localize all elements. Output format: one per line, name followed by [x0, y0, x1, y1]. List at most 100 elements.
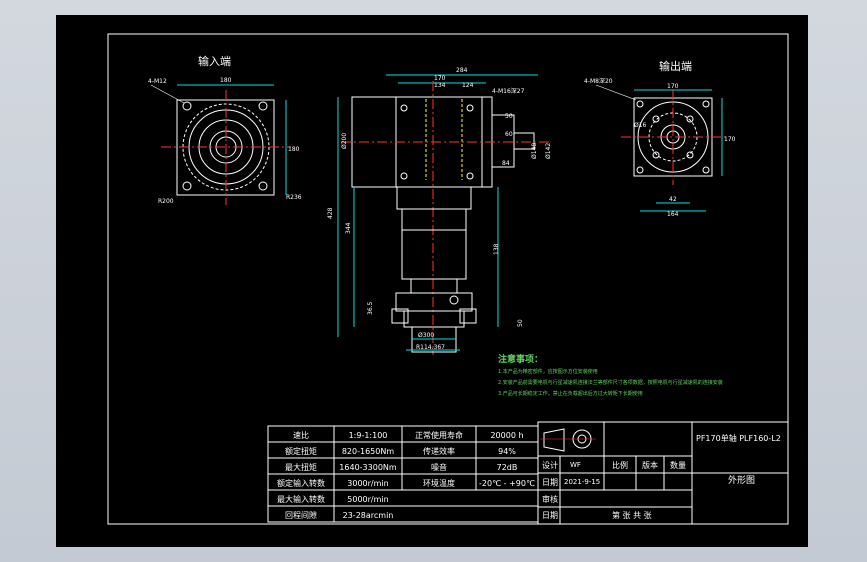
front-h1-label: 138	[493, 243, 500, 255]
input-hole-br	[258, 181, 268, 191]
output-pcd-hole-3	[652, 151, 660, 159]
front-small3-label: 84	[502, 160, 510, 167]
drawing-name: 外形图	[728, 474, 755, 486]
input-bore-label: R200	[158, 198, 174, 205]
output-w1-label: 42	[669, 196, 677, 203]
input-width-label: 180	[220, 77, 232, 84]
front-foot2-label: 50	[517, 319, 524, 327]
projection-symbol-cone	[543, 428, 565, 452]
output-hole-tr	[702, 100, 710, 108]
note-line-3: 3.产品可长期稳定工作，禁止在负载超出后方过大转矩下长期使用	[498, 390, 643, 397]
spec-r4-label: 最大输入转数	[277, 494, 325, 504]
spec-r1-label: 额定扭矩	[285, 446, 317, 456]
front-top1-label: 170	[434, 75, 446, 82]
design-value: WF	[570, 461, 581, 469]
drawing-canvas: 输入端 180 180 4-M12 R236 R2	[107, 33, 789, 525]
front-bottom2-label: Ø300	[418, 332, 434, 339]
output-shaft	[513, 132, 535, 150]
input-pcd-label: R236	[286, 194, 302, 201]
gear-stage-1	[396, 186, 472, 210]
output-end-view: 输出端 4-M8深20 170	[584, 59, 736, 218]
spec-r1-value: 820-1650Nm	[342, 447, 395, 456]
front-hole-1	[400, 104, 408, 112]
spec-r3-value: 3000r/min	[347, 479, 388, 488]
output-pcd-hole-4	[686, 151, 694, 159]
front-hole-3	[400, 172, 408, 180]
technical-notes: 注意事项： 1.本产品为精密部件，应按图示方位安装使用 2.安装产品前需要电机与…	[498, 353, 723, 397]
front-top2-label: 134	[434, 82, 446, 89]
notes-title: 注意事项：	[498, 353, 543, 365]
spec-r0-value: 1:9-1:100	[349, 431, 388, 440]
front-view: 284 170 134 124 4-M16深27	[327, 67, 552, 355]
output-hole-bl	[636, 166, 644, 174]
front-foot-label: 36.5	[367, 301, 374, 315]
input-hole-tr	[258, 101, 268, 111]
sheet-count: 第 张 共 张	[612, 510, 652, 520]
qty-label: 数量	[670, 460, 686, 470]
title-block: PF170单轴 PLF160-L2 外形图 设计 WF 比例 版本 数量 日期 …	[537, 421, 789, 525]
output-height-label: 170	[724, 136, 736, 143]
spec-r0-label: 速比	[293, 430, 309, 440]
spec-table: 速比 1:9-1:100 正常使用寿命 20000 h 额定扭矩 820-165…	[267, 425, 539, 523]
spec-r4-value: 5000r/min	[347, 495, 388, 504]
spec-r0-value2: 20000 h	[490, 431, 523, 440]
drawing-frame	[107, 33, 789, 525]
spec-r3-label2: 环境温度	[423, 478, 455, 488]
note-line-1: 1.本产品为精密部件，应按图示方位安装使用	[498, 368, 598, 375]
input-flange	[395, 292, 473, 312]
front-h2-label: 344	[345, 222, 352, 234]
front-hole-4	[466, 172, 474, 180]
date-value: 2021-9-15	[564, 478, 600, 486]
front-hole-note: 4-M16深27	[492, 87, 525, 95]
spec-r1-value2: 94%	[498, 447, 516, 456]
input-adapter	[410, 278, 458, 294]
output-w2-label: 164	[667, 211, 679, 218]
input-holes-label: 4-M12	[148, 78, 167, 85]
front-bottom1-label: R114.367	[416, 344, 445, 351]
front-side2-label: Ø142	[545, 143, 552, 159]
front-small1-label: 50	[505, 113, 513, 120]
output-hole-tl	[636, 100, 644, 108]
front-top3-label: 124	[462, 82, 474, 89]
front-hole-2	[466, 104, 474, 112]
output-pcd-hole-1	[652, 115, 660, 123]
output-pcd-hole-2	[686, 115, 694, 123]
front-h3-label: 428	[327, 207, 334, 219]
spec-r3-value2: -20℃ - +90℃	[479, 479, 535, 488]
input-end-view: 输入端 180 180 4-M12 R236 R2	[148, 54, 302, 205]
drawing-sheet: 输入端 180 180 4-M12 R236 R2	[56, 15, 808, 547]
spec-r0-label2: 正常使用寿命	[415, 430, 463, 440]
date-label: 日期	[542, 478, 558, 487]
input-hole-bl	[182, 181, 192, 191]
front-side1-label: Ø148	[531, 143, 538, 159]
input-hole-tl	[182, 101, 192, 111]
spec-r5-label: 回程间隙	[285, 510, 317, 520]
output-hole-br	[702, 166, 710, 174]
input-height-label: 180	[288, 146, 300, 153]
design-label: 设计	[542, 460, 558, 470]
input-view-title: 输入端	[198, 54, 231, 68]
spec-r2-label2: 噪音	[431, 462, 447, 472]
front-small2-label: 60	[505, 131, 513, 138]
spec-r2-label: 最大扭矩	[285, 462, 317, 472]
spec-r1-label2: 传递效率	[423, 446, 455, 456]
spec-r2-value2: 72dB	[497, 463, 518, 472]
gear-stage-2	[401, 208, 467, 280]
spec-r3-label: 额定输入转数	[277, 478, 325, 488]
drain-plug	[449, 295, 459, 305]
output-width-label: 170	[667, 83, 679, 90]
input-coupling	[403, 310, 465, 328]
review-label: 审核	[542, 494, 558, 504]
note-line-2: 2.安装产品前需要电机与行星减速机连接法兰等部件尺寸各项数据，按照电机与行星减速…	[498, 379, 723, 386]
front-left-label: Ø200	[341, 133, 348, 149]
scale-label: 比例	[612, 460, 628, 470]
output-holes-leader	[595, 84, 637, 101]
spec-r2-value: 1640-3300Nm	[339, 463, 397, 472]
output-view-title: 输出端	[659, 59, 692, 73]
motor-plate-left	[391, 308, 409, 324]
spec-r5-value: 23-28arcmin	[343, 511, 394, 520]
output-dia-label: Ø16	[634, 122, 647, 129]
product-name: PF170单轴 PLF160-L2	[696, 433, 781, 443]
motor-plate-right	[459, 308, 477, 324]
